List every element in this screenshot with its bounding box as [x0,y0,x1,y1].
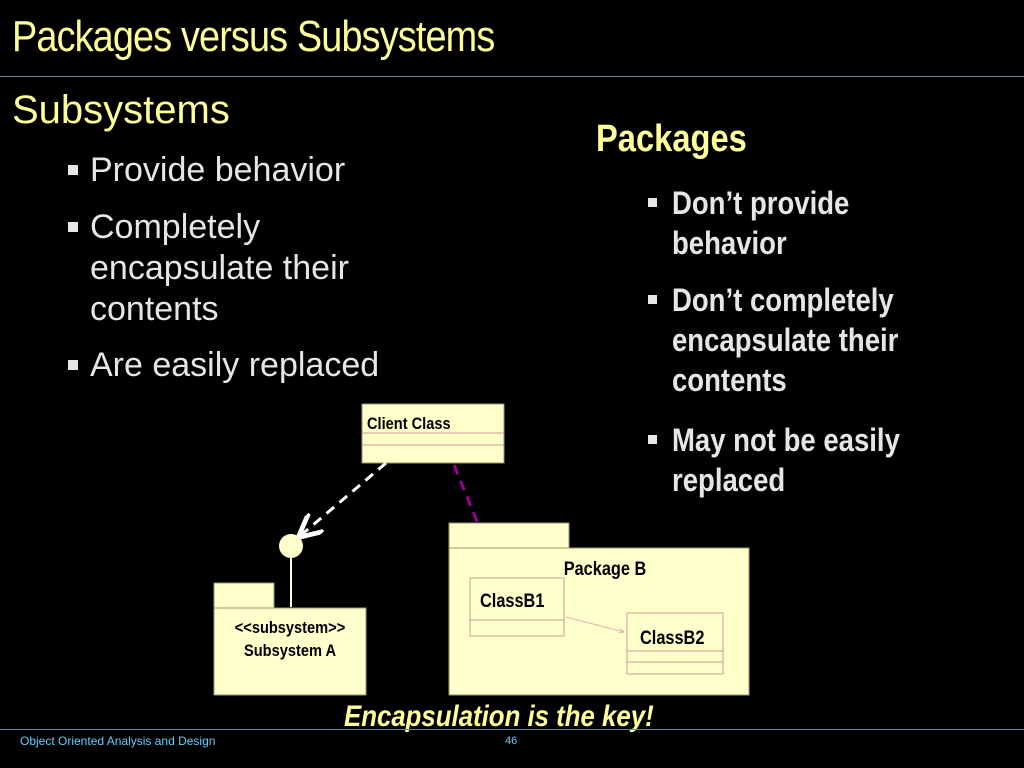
bullet-square-icon [648,295,657,304]
class-b1-label: ClassB1 [480,590,545,611]
bullet-square-icon [68,222,78,232]
bullet-square-icon [648,198,657,207]
subsystems-heading: Subsystems [12,88,230,132]
client-class-label: Client Class [367,415,451,433]
interface-circle-icon [279,534,303,558]
bullet-square-icon [68,360,78,370]
class-b1-box: ClassB1 [469,577,565,637]
bullet-text: Are easily replaced [90,346,380,384]
slide-title: Packages versus Subsystems [12,12,495,61]
client-class-box: Client Class [361,403,505,464]
bullet-square-icon [68,165,78,175]
class-b2-label: ClassB2 [640,627,705,648]
class-b2-box: ClassB2 [626,612,724,675]
package-b-label: Package B [564,558,647,579]
footer-divider [0,729,1024,730]
bullet-text: Don’t completely encapsulate their conte… [672,282,899,398]
class-association-arrow [565,616,624,632]
key-caption: Encapsulation is the key! [344,700,654,733]
title-divider [0,76,1024,77]
subsystem-stereotype-label: <<subsystem>> [235,619,345,637]
subsystem-name-label: Subsystem A [244,642,337,660]
interface-dependency-arrow [300,461,387,536]
footer-course-title: Object Oriented Analysis and Design [20,734,216,748]
slide-number: 46 [505,735,518,747]
bullet-text: May not be easily replaced [672,422,900,498]
packages-heading: Packages [596,118,747,160]
subsystem-a-box: <<subsystem>> Subsystem A [213,582,367,696]
bullet-text: Don’t provide behavior [672,185,850,261]
package-dependency-arrow [452,464,498,573]
bullet-text: Completely encapsulate their contents [90,208,349,328]
bullet-text: Provide behavior [90,151,346,189]
bullet-square-icon [648,435,657,444]
